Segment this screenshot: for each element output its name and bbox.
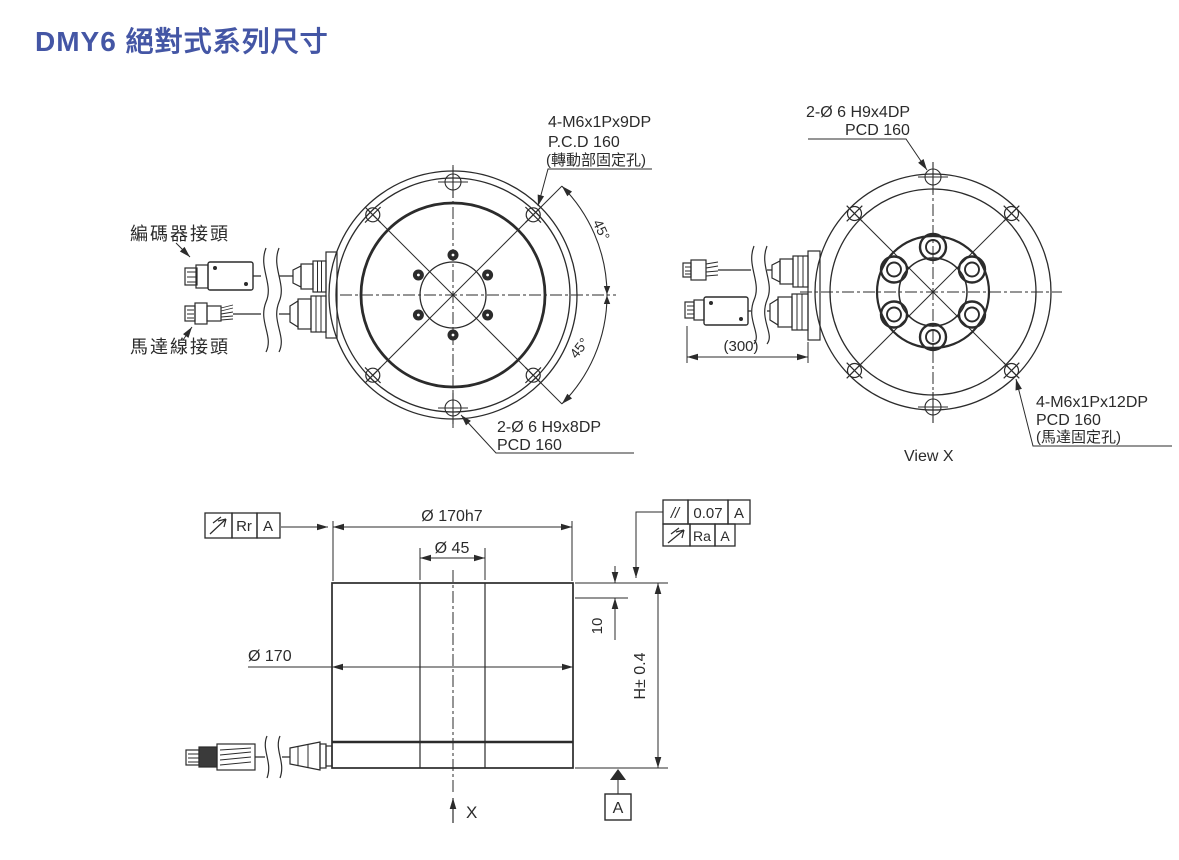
fcf-ra-value: Ra (693, 528, 711, 544)
dim-dia170h7-text: Ø 170h7 (421, 508, 482, 525)
dim-dia45-text: Ø 45 (435, 540, 470, 557)
dim-height-text: H± 0.4 (632, 652, 649, 699)
viewx-cable-assemblies (682, 245, 821, 345)
viewx-dowel-holes (918, 162, 948, 423)
page-title: DMY6 絕對式系列尺寸 (35, 26, 329, 57)
front-rotor-holes-leader (537, 168, 652, 207)
viewx-dowel-note-1: 2-Ø 6 H9x4DP (806, 104, 910, 121)
front-angle-top: 45° (590, 217, 613, 243)
front-dowel-holes (438, 167, 468, 424)
side-view: Ø 170h7 Ø 45 Ø 170 10 H± 0.4 A X Rr A //… (185, 499, 751, 823)
front-dowel-note-2: PCD 160 (497, 437, 562, 454)
dim-dia170-text: Ø 170 (248, 648, 292, 665)
viewx-dowel-note-2: PCD 160 (845, 122, 910, 139)
fcf-parallel-tol: 0.07 (693, 505, 722, 522)
side-bore-lines (419, 583, 486, 768)
viewx-encoder-connector (684, 296, 749, 326)
roughness-icon (667, 527, 685, 544)
front-m6-holes (364, 206, 542, 384)
encoder-connector-label: 編碼器接頭 (130, 224, 230, 244)
fcf-left-datum: A (263, 518, 273, 535)
viewx-cable-break (751, 245, 770, 345)
view-x: 2-Ø 6 H9x4DP PCD 160 (300) 4-M6x1Px12DP … (682, 104, 1172, 465)
viewx-bottom-gland (769, 293, 809, 331)
motor-connector-label: 馬達線接頭 (130, 337, 230, 357)
front-dowel-note-1: 2-Ø 6 H9x8DP (497, 419, 601, 436)
front-dowel-leader (460, 414, 634, 454)
side-cable-assembly (185, 735, 333, 779)
viewx-diagonal-se (849, 208, 1017, 376)
viewx-dowel-leader (808, 138, 928, 171)
fcf-parallel-datum: A (734, 505, 744, 522)
encoder-connector (184, 261, 254, 291)
fcf-ra-datum: A (720, 528, 730, 544)
viewx-m6-leader (1015, 378, 1172, 447)
fcf-parallel-symbol: // (670, 505, 681, 522)
motor-connector (184, 302, 234, 325)
viewx-m6-note-3: (馬達固定孔) (1036, 429, 1121, 446)
front-view: 4-M6x1Px9DP P.C.D 160 (轉動部固定孔) 2-Ø 6 H9x… (130, 114, 652, 454)
front-rotor-note-3: (轉動部固定孔) (546, 152, 646, 169)
fcf-right-leader (632, 511, 663, 578)
fcf-left-value: Rr (236, 518, 252, 535)
front-screw-dots (412, 249, 494, 341)
front-rotor-note-2: P.C.D 160 (548, 134, 620, 151)
viewx-top-gland (771, 255, 809, 288)
viewx-m6-note-2: PCD 160 (1036, 412, 1101, 429)
motor-label-leader (182, 326, 193, 341)
front-angle-bottom: 45° (566, 335, 592, 362)
front-flange-plate (325, 251, 338, 339)
roughness-icon (209, 516, 227, 535)
dim-10-text: 10 (589, 618, 606, 635)
encoder-cable-gland (292, 260, 327, 293)
datum-a-label: A (613, 800, 624, 817)
motor-cable-gland (289, 295, 327, 333)
viewx-caption: View X (904, 448, 954, 465)
encoder-label-leader (175, 242, 191, 258)
fcf-surface-left (204, 512, 328, 539)
side-cable-break (264, 735, 283, 779)
viewx-m6-note-1: 4-M6x1Px12DP (1036, 394, 1148, 411)
side-extension-lines (332, 521, 668, 769)
datum-a-target (604, 769, 632, 821)
front-angle-arc-mid-arrows (603, 286, 611, 304)
viewx-motor-plug (682, 259, 719, 281)
side-cable-gland (289, 741, 333, 771)
viewx-cable-length: (300) (723, 338, 758, 355)
front-rotor-note-1: 4-M6x1Px9DP (548, 114, 651, 131)
front-angle-arc (561, 185, 608, 405)
view-direction-label: X (466, 803, 477, 822)
front-cable-break (263, 247, 282, 353)
viewx-screws (879, 232, 987, 352)
front-cable-assemblies (184, 247, 338, 353)
viewx-cable-dim (686, 326, 809, 363)
viewx-m6-holes (846, 205, 1020, 379)
fcf-right-stack (632, 499, 751, 578)
